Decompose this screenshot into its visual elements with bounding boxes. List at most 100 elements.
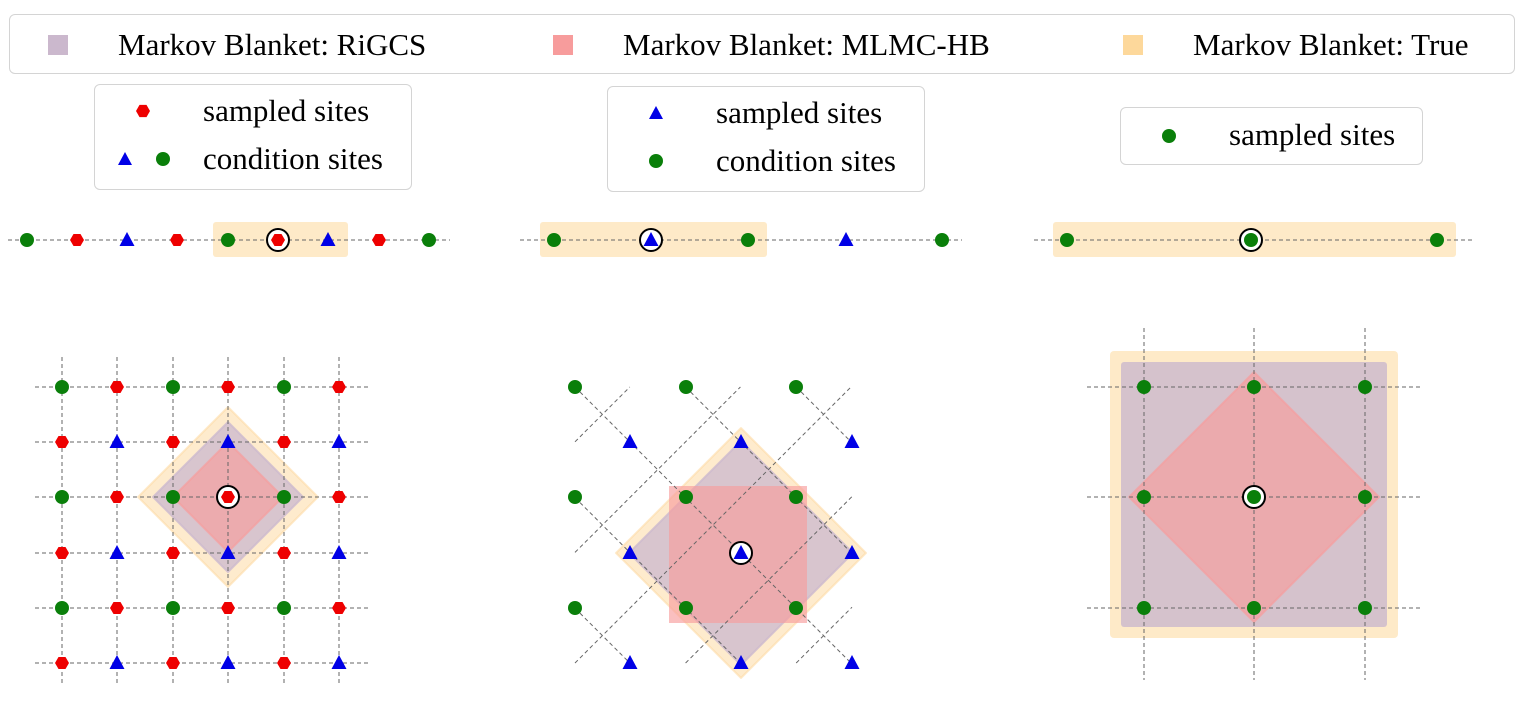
- grid-line: [574, 607, 631, 664]
- condition-site-triangle: [109, 655, 125, 669]
- sampled-site-hexagon: [70, 233, 84, 247]
- condition-site-circle: [1247, 490, 1261, 504]
- condition-site-circle: [166, 601, 180, 615]
- condition-site-circle: [1358, 380, 1372, 394]
- condition-site-circle: [789, 380, 803, 394]
- legend-item-true: Markov Blanket: True: [1123, 15, 1469, 75]
- sampled-site-hexagon: [110, 601, 124, 615]
- condition-site-circle: [1137, 380, 1151, 394]
- panel2-sampled-label: sampled sites: [716, 95, 883, 130]
- condition-site-circle: [166, 490, 180, 504]
- condition-site-circle: [20, 233, 34, 247]
- condition-site-circle: [1247, 380, 1261, 394]
- mlmc-hb-swatch: [553, 35, 573, 55]
- sampled-site-hexagon: [110, 380, 124, 394]
- true-swatch: [1123, 35, 1143, 55]
- sampled-site-hexagon: [166, 656, 180, 670]
- condition-site-circle: [1358, 601, 1372, 615]
- sampled-site-hexagon: [55, 435, 69, 449]
- sampled-site-hexagon: [332, 380, 346, 394]
- sampled-site-hexagon: [332, 601, 346, 615]
- sampled-site-hexagon: [170, 233, 184, 247]
- hexagon-icon: [136, 104, 150, 118]
- condition-site-triangle: [119, 232, 135, 246]
- circle-icon: [649, 154, 663, 168]
- panel2-condition-label: condition sites: [716, 143, 896, 178]
- sampled-site-hexagon: [221, 490, 235, 504]
- grid-line: [574, 386, 631, 443]
- triangle-icon: [118, 152, 132, 165]
- sampled-site-hexagon: [277, 546, 291, 560]
- sampled-site-hexagon: [221, 601, 235, 615]
- grid-line: [685, 386, 853, 554]
- circle-icon: [1162, 129, 1176, 143]
- grid-line: [574, 386, 852, 664]
- legend-item-rigcs: Markov Blanket: RiGCS: [48, 15, 426, 75]
- condition-site-triangle: [109, 545, 125, 559]
- sampled-site-hexagon: [277, 656, 291, 670]
- condition-site-circle: [1244, 233, 1258, 247]
- legend-label-mlmc-hb: Markov Blanket: MLMC-HB: [623, 27, 990, 62]
- panel2-legend: sampled sites condition sites: [607, 86, 925, 192]
- panel3-legend: sampled sites: [1120, 107, 1423, 165]
- condition-site-circle: [1247, 601, 1261, 615]
- condition-site-triangle: [320, 232, 336, 246]
- condition-site-triangle: [844, 434, 860, 448]
- condition-site-triangle: [331, 434, 347, 448]
- site-markers: [20, 228, 1444, 670]
- sampled-site-hexagon: [221, 380, 235, 394]
- sampled-site-hexagon: [332, 490, 346, 504]
- condition-site-circle: [277, 601, 291, 615]
- condition-site-triangle: [622, 545, 638, 559]
- condition-site-triangle: [220, 545, 236, 559]
- sampled-site-hexagon: [271, 233, 285, 247]
- grid-line: [795, 606, 853, 664]
- condition-site-circle: [679, 601, 693, 615]
- grid-line: [574, 386, 741, 553]
- condition-site-circle: [277, 380, 291, 394]
- condition-site-circle: [789, 490, 803, 504]
- condition-site-triangle: [733, 655, 749, 669]
- condition-site-circle: [422, 233, 436, 247]
- condition-site-circle: [679, 380, 693, 394]
- condition-site-circle: [1060, 233, 1074, 247]
- sampled-site-hexagon: [55, 656, 69, 670]
- condition-site-triangle: [844, 655, 860, 669]
- condition-site-circle: [55, 601, 69, 615]
- sampled-site-hexagon: [372, 233, 386, 247]
- panel1-sampled-label: sampled sites: [203, 93, 370, 128]
- sampled-site-hexagon: [166, 435, 180, 449]
- circle-icon: [156, 152, 170, 166]
- triangle-icon: [649, 106, 663, 119]
- condition-site-triangle: [844, 545, 860, 559]
- grid-line: [574, 386, 852, 664]
- condition-site-circle: [789, 601, 803, 615]
- condition-site-circle: [935, 233, 949, 247]
- condition-site-circle: [568, 490, 582, 504]
- legend-item-mlmc-hb: Markov Blanket: MLMC-HB: [553, 15, 990, 75]
- rigcs-swatch: [48, 35, 68, 55]
- condition-site-triangle: [220, 434, 236, 448]
- condition-site-circle: [568, 601, 582, 615]
- condition-site-circle: [221, 233, 235, 247]
- condition-site-circle: [741, 233, 755, 247]
- legend-label-true: Markov Blanket: True: [1193, 27, 1469, 62]
- condition-site-circle: [166, 380, 180, 394]
- grid-line: [685, 496, 853, 664]
- sampled-site-hexagon: [110, 490, 124, 504]
- condition-site-circle: [568, 380, 582, 394]
- condition-site-circle: [1430, 233, 1444, 247]
- condition-site-triangle: [622, 655, 638, 669]
- grid-line: [795, 386, 853, 444]
- sampled-site-hexagon: [55, 546, 69, 560]
- condition-site-circle: [1358, 490, 1372, 504]
- condition-site-triangle: [331, 545, 347, 559]
- condition-site-circle: [1137, 601, 1151, 615]
- condition-site-circle: [1137, 490, 1151, 504]
- condition-site-circle: [55, 490, 69, 504]
- panel3-sampled-label: sampled sites: [1229, 117, 1396, 152]
- condition-site-triangle: [331, 655, 347, 669]
- condition-site-circle: [55, 380, 69, 394]
- condition-site-triangle: [622, 434, 638, 448]
